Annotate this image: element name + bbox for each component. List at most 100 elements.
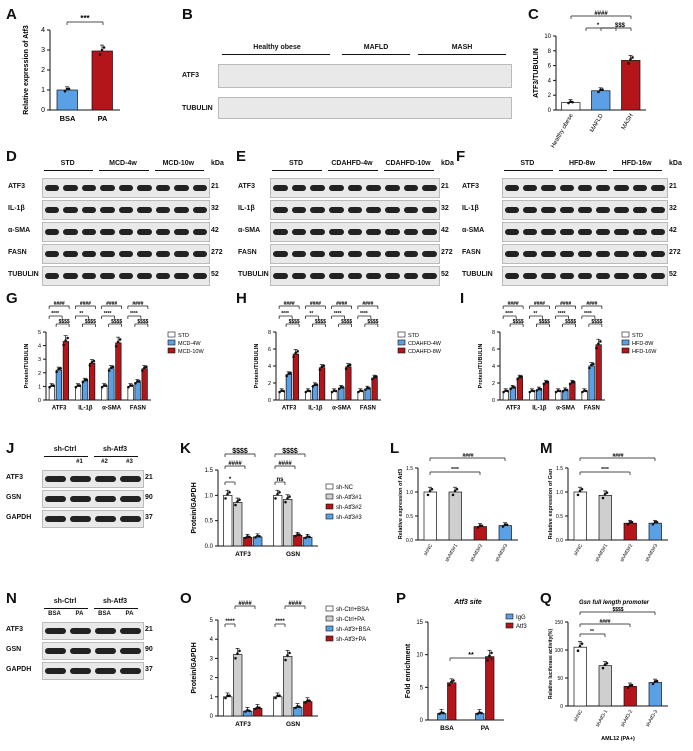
- protein-band: [174, 229, 189, 235]
- protein-band: [120, 628, 141, 634]
- protein-band: [155, 229, 171, 235]
- protein-band: [118, 207, 134, 213]
- significance-label: ****: [334, 311, 342, 317]
- protein-band: [559, 251, 574, 257]
- significance-label: **: [309, 311, 313, 317]
- data-point: [278, 694, 281, 697]
- group-line: [44, 170, 94, 171]
- x-tick-label: ATF3: [235, 551, 251, 558]
- data-point: [629, 58, 632, 61]
- lane-label: BSA: [98, 611, 111, 617]
- row-label: FASN: [8, 249, 27, 256]
- significance-label: ####: [278, 461, 292, 467]
- kda-label: 272: [211, 249, 223, 256]
- chart-title: Gsn full length promoter: [579, 600, 650, 606]
- legend-swatch: [397, 347, 406, 354]
- x-tick-label: ATF3: [506, 406, 521, 412]
- protein-band: [650, 251, 665, 257]
- group-line: [418, 54, 506, 55]
- bar: [561, 102, 581, 111]
- bar: [498, 525, 512, 541]
- protein-band: [192, 251, 207, 257]
- bar: [623, 686, 637, 707]
- protein-band: [559, 229, 574, 235]
- bar: [108, 368, 115, 401]
- protein-band: [523, 251, 538, 257]
- protein-band: [577, 185, 593, 191]
- protein-band: [385, 185, 400, 191]
- row-label: GAPDH: [6, 666, 32, 673]
- blot-strip: [42, 178, 210, 198]
- data-point: [509, 387, 512, 391]
- protein-band: [155, 273, 171, 279]
- protein-band: [541, 273, 556, 279]
- data-point: [118, 338, 122, 341]
- protein-band: [192, 207, 207, 213]
- data-point: [258, 535, 261, 538]
- significance-label: $$$$: [565, 319, 576, 325]
- data-point: [286, 654, 289, 657]
- data-point: [438, 712, 441, 716]
- bar: [573, 646, 587, 707]
- significance-label: ****: [558, 311, 566, 317]
- data-point: [318, 368, 322, 371]
- row-label: TUBULIN: [182, 105, 213, 112]
- data-point: [238, 498, 241, 502]
- significance-label: ####: [336, 301, 347, 307]
- protein-band: [273, 207, 288, 213]
- x-tick-label: shAtf3#1: [444, 543, 459, 563]
- protein-band: [541, 185, 556, 191]
- data-point: [375, 375, 378, 378]
- bar: [447, 682, 457, 721]
- row-label: IL-1β: [462, 205, 479, 212]
- row-label: α-SMA: [238, 227, 261, 234]
- protein-band: [347, 229, 363, 235]
- y-axis-label: Protein/TUBULIN: [478, 344, 484, 389]
- significance-label: ****: [281, 311, 289, 317]
- data-point: [306, 699, 309, 702]
- panel-label-a: A: [6, 6, 17, 23]
- significance-label: **: [533, 311, 537, 317]
- protein-band: [632, 273, 647, 279]
- panel-label-m: M: [540, 440, 553, 457]
- row-label: ATF3: [238, 183, 255, 190]
- protein-band: [70, 496, 91, 502]
- protein-band: [45, 207, 60, 213]
- protein-band: [291, 251, 307, 257]
- protein-band: [120, 496, 141, 502]
- data-point: [109, 366, 113, 370]
- x-tick-label: IL-1β: [78, 406, 93, 412]
- data-point: [102, 46, 106, 49]
- legend-label: HFD-8W: [632, 341, 654, 347]
- data-point: [226, 694, 229, 698]
- protein-band: [81, 229, 97, 235]
- row-label: IL-1β: [238, 205, 255, 212]
- data-point: [107, 369, 111, 372]
- data-point: [50, 384, 53, 387]
- y-tick-label: 5: [420, 685, 424, 691]
- data-point: [228, 694, 231, 697]
- data-point: [535, 389, 539, 392]
- protein-band: [137, 229, 152, 235]
- protein-band: [422, 273, 437, 279]
- data-point: [569, 100, 572, 103]
- significance-label: ****: [451, 467, 459, 473]
- protein-band: [100, 207, 115, 213]
- bar: [543, 382, 550, 401]
- data-point: [90, 360, 94, 364]
- data-point: [238, 649, 241, 653]
- bar: [569, 382, 576, 401]
- significance-label: *: [229, 477, 232, 483]
- data-point: [55, 370, 58, 374]
- data-point: [578, 644, 582, 648]
- data-point: [145, 365, 148, 369]
- row-label: TUBULIN: [462, 271, 493, 278]
- y-tick-label: 8: [268, 330, 271, 336]
- data-point: [59, 366, 62, 370]
- data-point: [304, 536, 307, 540]
- data-point: [248, 535, 251, 539]
- y-tick-label: 1.5: [205, 468, 214, 474]
- protein-band: [505, 251, 520, 257]
- protein-band: [273, 229, 288, 235]
